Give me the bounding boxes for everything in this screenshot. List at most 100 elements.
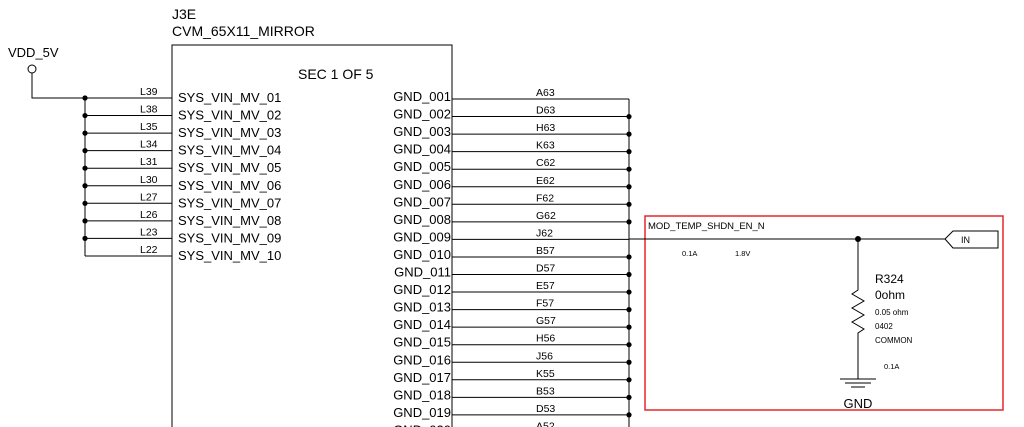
pin-name: GND_004	[393, 142, 451, 157]
power-symbol-icon	[27, 64, 37, 74]
junction-dot	[626, 149, 632, 155]
left-pin: L26 SYS_VIN_MV_08	[82, 209, 281, 228]
junction-dot	[626, 131, 632, 137]
port-in-flag	[944, 230, 999, 249]
pin-name: GND_020	[393, 422, 451, 427]
right-pin: H63 GND_003	[393, 122, 632, 139]
junction-dot	[626, 271, 632, 278]
resistor-tolerance: 0.05 ohm	[875, 308, 909, 317]
pin-number: G62	[536, 210, 556, 222]
pin-name: GND_014	[393, 317, 451, 332]
junction-dot	[626, 377, 632, 383]
left-pin: L31 SYS_VIN_MV_05	[82, 156, 281, 175]
pin-number: H56	[536, 333, 555, 345]
pin-number: L39	[140, 86, 158, 98]
pin-name: GND_001	[393, 89, 451, 104]
resistor-package: 0402	[875, 322, 893, 331]
pin-name: GND_003	[393, 124, 451, 139]
right-pin: E57 GND_012	[393, 280, 632, 297]
junction-dot	[626, 289, 632, 295]
pin-name: SYS_VIN_MV_09	[178, 230, 281, 245]
right-pin: A52 GND_020	[393, 420, 555, 427]
pin-number: J62	[536, 227, 553, 239]
pin-name: SYS_VIN_MV_03	[178, 125, 281, 140]
pin-name: GND_012	[393, 282, 451, 297]
pin-number: E57	[536, 280, 555, 292]
pin-name: GND_006	[393, 177, 451, 192]
junction-dot	[82, 235, 88, 241]
junction-dot	[82, 183, 88, 189]
pin-name: GND_013	[393, 300, 451, 315]
pin-name: SYS_VIN_MV_07	[178, 195, 281, 210]
pin-number: C62	[536, 157, 555, 169]
pin-number: L31	[140, 156, 158, 168]
resistor-current: 0.1A	[884, 362, 899, 371]
pin-number: D53	[536, 403, 555, 415]
pin-name: GND_011	[394, 265, 451, 280]
highlight-region: MOD_TEMP_SHDN_EN_N 0.1A 1.8V IN R324 0oh…	[629, 215, 1004, 411]
pin-number: L34	[140, 139, 158, 151]
junction-dot	[82, 130, 88, 136]
right-pin: E62 GND_006	[393, 175, 632, 192]
pin-name: GND_009	[393, 229, 451, 244]
pin-number: L35	[140, 121, 158, 133]
pin-number: J56	[536, 350, 553, 362]
resistor-value: 0ohm	[875, 288, 905, 302]
pin-name: SYS_VIN_MV_10	[178, 248, 281, 263]
pin-name: SYS_VIN_MV_02	[178, 108, 281, 123]
highlight-box	[644, 215, 1004, 411]
right-pin: F57 GND_013	[393, 298, 632, 315]
pin-number: E62	[536, 175, 555, 187]
pin-number: A52	[536, 420, 555, 427]
pin-number: L23	[140, 226, 158, 238]
part-body	[171, 44, 453, 427]
pin-name: GND_002	[393, 107, 451, 122]
pin-number: H63	[536, 122, 555, 134]
net-current: 0.1A	[682, 249, 697, 258]
power-wire	[31, 73, 85, 99]
left-pin: L35 SYS_VIN_MV_03	[82, 121, 281, 140]
port-label: IN	[961, 235, 970, 245]
junction-dot	[626, 254, 632, 260]
pin-name: SYS_VIN_MV_08	[178, 213, 281, 228]
pin-number: L26	[140, 209, 158, 221]
ground-label: GND	[844, 396, 873, 411]
pin-number: L30	[140, 174, 158, 186]
junction-dot	[626, 359, 632, 365]
section-label: SEC 1 OF 5	[298, 66, 374, 82]
junction-dot	[626, 166, 632, 172]
pin-name: GND_015	[393, 335, 451, 350]
resistor-icon	[851, 239, 865, 379]
junction-dot	[82, 112, 88, 119]
pin-name: SYS_VIN_MV_05	[178, 160, 281, 175]
pin-number: F57	[536, 298, 554, 310]
net-voltage: 1.8V	[735, 249, 750, 258]
junction-dot	[626, 184, 632, 190]
pin-name: GND_008	[393, 212, 451, 227]
junction-dot	[82, 165, 88, 171]
pin-name: GND_016	[393, 352, 451, 367]
pin-name: GND_010	[393, 247, 451, 262]
junction-dot	[82, 200, 88, 206]
junction-dot	[82, 95, 88, 101]
right-pin: D53 GND_019	[393, 403, 632, 420]
pin-name: GND_019	[393, 405, 451, 420]
pin-number: B53	[536, 385, 555, 397]
power-label: VDD_5V	[8, 45, 59, 60]
junction-dot	[82, 148, 88, 154]
pin-number: L38	[140, 104, 158, 116]
